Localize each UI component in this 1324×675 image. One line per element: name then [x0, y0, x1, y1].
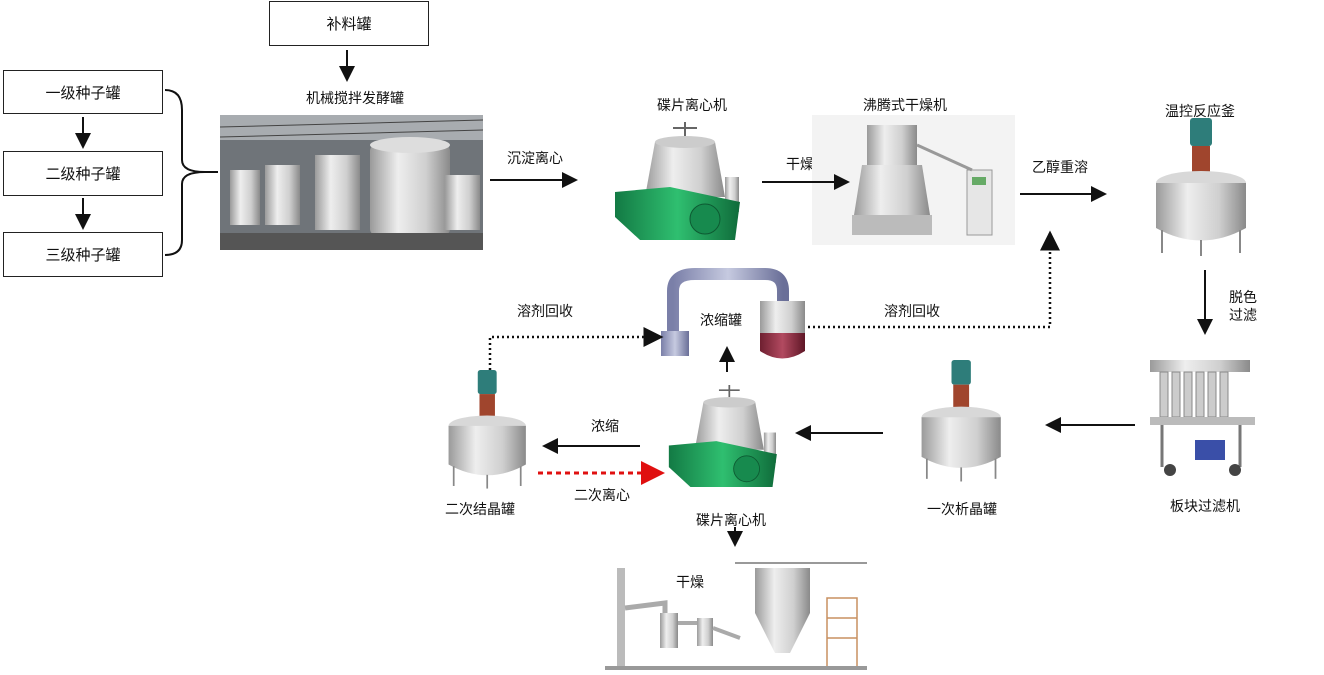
step-dry-1: 干燥 — [786, 157, 814, 173]
crystallizer-1-label: 一次析晶罐 — [927, 502, 997, 518]
step-dry-2: 干燥 — [676, 575, 704, 591]
crystallizer-2-image — [448, 370, 526, 489]
dotted-solvent-recovery-left — [488, 327, 664, 370]
seed-tank-2-box: 二级种子罐 — [3, 151, 163, 196]
seed-tank-3-label: 三级种子罐 — [45, 246, 121, 264]
feed-tank-box: 补料罐 — [269, 1, 429, 46]
centrifuge-2-label: 碟片离心机 — [696, 513, 766, 529]
disc-centrifuge-2-image — [668, 385, 777, 487]
disc-centrifuge-1-image — [615, 122, 740, 240]
concentrator-image — [661, 268, 805, 359]
seed-tank-3-box: 三级种子罐 — [3, 232, 163, 277]
step-sediment-centrifuge: 沉淀离心 — [507, 151, 563, 167]
crystallizer-1-image — [921, 360, 1001, 482]
plate-filter-press-image — [1150, 360, 1255, 476]
fluid-bed-dryer-label: 沸腾式干燥机 — [863, 98, 947, 114]
step-ethanol-redissolve: 乙醇重溶 — [1032, 160, 1088, 176]
seed-tanks-brace — [164, 89, 206, 256]
reactor-label: 温控反应釜 — [1165, 104, 1235, 120]
filter-press-label: 板块过滤机 — [1170, 499, 1240, 515]
fermenter-image — [220, 115, 483, 250]
crystallizer-2-label: 二次结晶罐 — [445, 502, 515, 518]
step-solvent-recovery-left: 溶剂回收 — [517, 304, 573, 320]
seed-tank-2-label: 二级种子罐 — [45, 165, 121, 183]
dotted-solvent-recovery-right — [808, 230, 1060, 329]
temp-control-reactor-image — [1156, 118, 1246, 256]
seed-tank-1-label: 一级种子罐 — [45, 83, 121, 102]
step-filter: 过滤 — [1229, 308, 1257, 324]
seed-tank-1-box: 一级种子罐 — [3, 70, 163, 114]
centrifuge-1-label: 碟片离心机 — [657, 98, 727, 114]
fermenter-label: 机械搅拌发酵罐 — [306, 91, 404, 107]
spray-dryer-image — [605, 562, 867, 670]
step-solvent-recovery-right: 溶剂回收 — [884, 304, 940, 320]
feed-tank-label: 补料罐 — [326, 15, 372, 33]
step-decolor: 脱色 — [1229, 290, 1257, 306]
step-second-centrifuge: 二次离心 — [574, 488, 630, 504]
step-concentrate: 浓缩 — [591, 419, 619, 435]
concentrator-label: 浓缩罐 — [700, 313, 742, 329]
